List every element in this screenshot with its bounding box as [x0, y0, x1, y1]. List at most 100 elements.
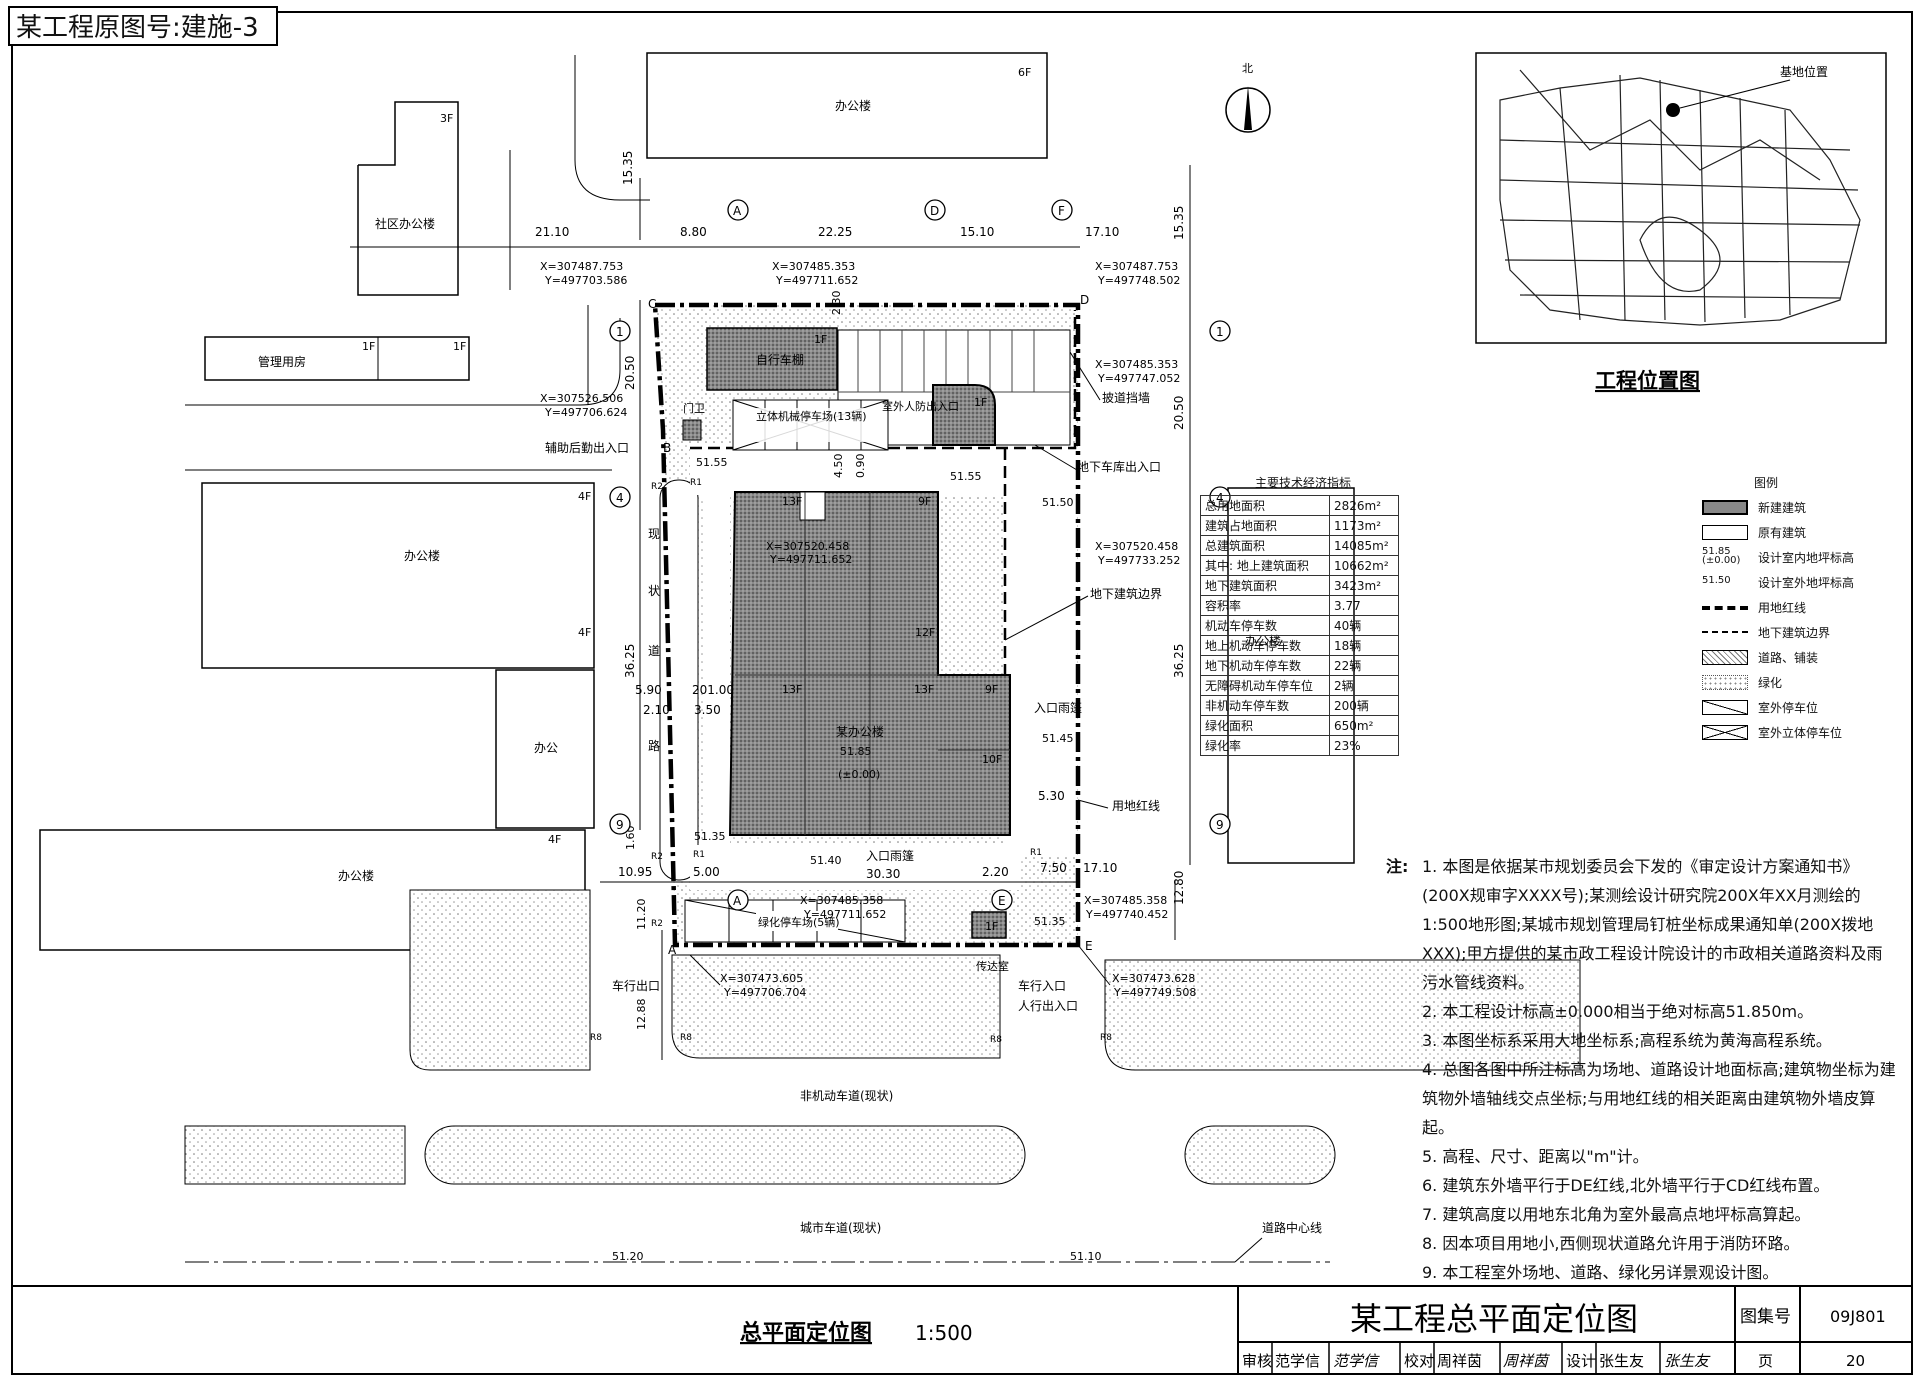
dim-1095: 10.95: [618, 865, 652, 879]
main-13f-b: 13F: [782, 683, 802, 696]
corner-c: C: [648, 297, 656, 311]
main-building-name: 某办公楼: [836, 724, 884, 739]
road-char-2: 状: [648, 584, 660, 598]
coord-2-x: X=307485.353: [772, 260, 855, 273]
note-6: 6. 建筑东外墙平行于DE红线,北外墙平行于CD红线布置。: [1422, 1176, 1830, 1195]
elev-e5: 51.35: [694, 830, 726, 843]
dim-1710b: 17.10: [1083, 861, 1117, 875]
legend-existing-building: 原有建筑: [1702, 520, 1902, 545]
main-building-elev: 51.85: [840, 745, 872, 758]
indicator-key: 地下机动车停车数: [1200, 655, 1330, 676]
parking-swatch-icon: [1702, 700, 1748, 715]
coord-1-x: X=307487.753: [540, 260, 623, 273]
dim-r2b: R2: [651, 852, 663, 862]
reviewer-signature: 范学信: [1333, 1352, 1380, 1370]
indicator-value: 3.77: [1329, 595, 1399, 616]
dim-r2c: R2: [651, 919, 663, 929]
indoor-elev-symbol: 51.85(±0.00): [1702, 545, 1741, 566]
indicator-key: 地下建筑面积: [1200, 575, 1330, 596]
dim-r8b: R8: [680, 1033, 692, 1043]
underground-line-label: 地下建筑边界: [1090, 586, 1162, 601]
indicator-key: 无障碍机动车停车位: [1200, 675, 1330, 696]
review-label: 审核: [1242, 1352, 1272, 1370]
axis-9-left: 9: [616, 818, 624, 832]
dim-500: 5.00: [693, 865, 720, 879]
main-9f-a: 9F: [918, 495, 931, 508]
coord-5-y: Y=497706.624: [544, 406, 627, 419]
corner-e: E: [1085, 939, 1093, 953]
green-swatch-icon: [1702, 675, 1748, 690]
axis-9-right: 9: [1216, 818, 1224, 832]
location-map-title: 工程位置图: [1595, 369, 1700, 393]
axis-a-bottom: A: [733, 894, 742, 908]
dim-3030: 30.30: [866, 867, 900, 881]
indicator-value: 650m²: [1329, 715, 1399, 736]
main-13f-c: 13F: [914, 683, 934, 696]
page-no: 20: [1846, 1352, 1865, 1370]
designer: 张生友: [1599, 1352, 1644, 1370]
legend-underground: 地下建筑边界: [1702, 620, 1902, 645]
indicator-key: 总建筑面积: [1200, 535, 1330, 556]
dim-530: 5.30: [1038, 789, 1065, 803]
coord-8-y: Y=497711.652: [803, 908, 886, 921]
indicator-title: 主要技术经济指标: [1255, 476, 1352, 490]
slope-wall-label: 披道挡墙: [1102, 391, 1150, 405]
road-char-1: 现: [648, 527, 660, 541]
corner-d: D: [1080, 293, 1089, 307]
dim-210: 2.10: [643, 703, 670, 717]
garage-exit-label: 地下车库出入口: [1077, 459, 1161, 474]
checker-signature: 周祥茵: [1503, 1352, 1550, 1370]
indicator-value: 22辆: [1329, 655, 1399, 676]
road-char-4: 路: [648, 738, 660, 753]
road-char-3: 道: [648, 644, 660, 658]
management-label: 管理用房: [258, 354, 306, 369]
coord-3-y: Y=497748.502: [1097, 274, 1180, 287]
axis-a-top: A: [733, 204, 742, 218]
road-center-label: 道路中心线: [1262, 1220, 1322, 1235]
dim-r8a: R8: [590, 1033, 602, 1043]
legend-red-line: 用地红线: [1702, 595, 1902, 620]
indicator-value: 14085m²: [1329, 535, 1399, 556]
notes-head: 注:: [1386, 857, 1409, 876]
dim-230: 2.30: [830, 291, 843, 316]
note-3: 3. 本图坐标系采用大地坐标系;高程系统为黄海高程系统。: [1422, 1031, 1832, 1050]
sheet-tag: 某工程原图号:建施-3: [8, 6, 278, 46]
elev-e1: 51.55: [696, 456, 728, 469]
dim-r2a: R2: [651, 482, 663, 492]
design-label: 设计: [1566, 1352, 1596, 1370]
coord-7-x: X=307520.458: [1095, 540, 1178, 553]
axis-1-left: 1: [616, 325, 624, 339]
dim-590: 5.90: [635, 683, 662, 697]
existing-building-swatch-icon: [1702, 525, 1748, 540]
dim-450: 4.50: [832, 454, 845, 479]
dim-750: 7.50: [1040, 861, 1067, 875]
office-6f-label: 办公楼: [835, 98, 871, 113]
coord-2-y: Y=497711.652: [775, 274, 858, 287]
indicator-key: 机动车停车数: [1200, 615, 1330, 636]
community-office-floors: 3F: [440, 112, 453, 125]
outdoor-elev-symbol: 51.50: [1702, 575, 1731, 586]
west-office-3-floors: 4F: [548, 833, 561, 846]
civil-defense-floors: 1F: [974, 396, 987, 409]
dim-1280: 12.80: [1172, 871, 1186, 905]
mech-parking-label: 立体机械停车场(13辆): [756, 409, 867, 423]
legend-indoor-elev: 51.85(±0.00)设计室内地坪标高: [1702, 545, 1902, 570]
axis-f-top: F: [1058, 204, 1065, 218]
coord-6-y: Y=497711.652: [769, 553, 852, 566]
mech-parking-swatch-icon: [1702, 725, 1748, 740]
indicator-value: 40辆: [1329, 615, 1399, 636]
dim-3625a: 36.25: [623, 644, 637, 678]
dim-1288: 12.88: [635, 999, 648, 1031]
indicator-value: 23%: [1329, 735, 1399, 756]
indicator-key: 其中: 地上建筑面积: [1200, 555, 1330, 576]
reviewer: 范学信: [1275, 1352, 1320, 1370]
elev-e2: 51.55: [950, 470, 982, 483]
axis-4-left: 4: [616, 491, 624, 505]
dim-20100: 201.00: [692, 683, 734, 697]
